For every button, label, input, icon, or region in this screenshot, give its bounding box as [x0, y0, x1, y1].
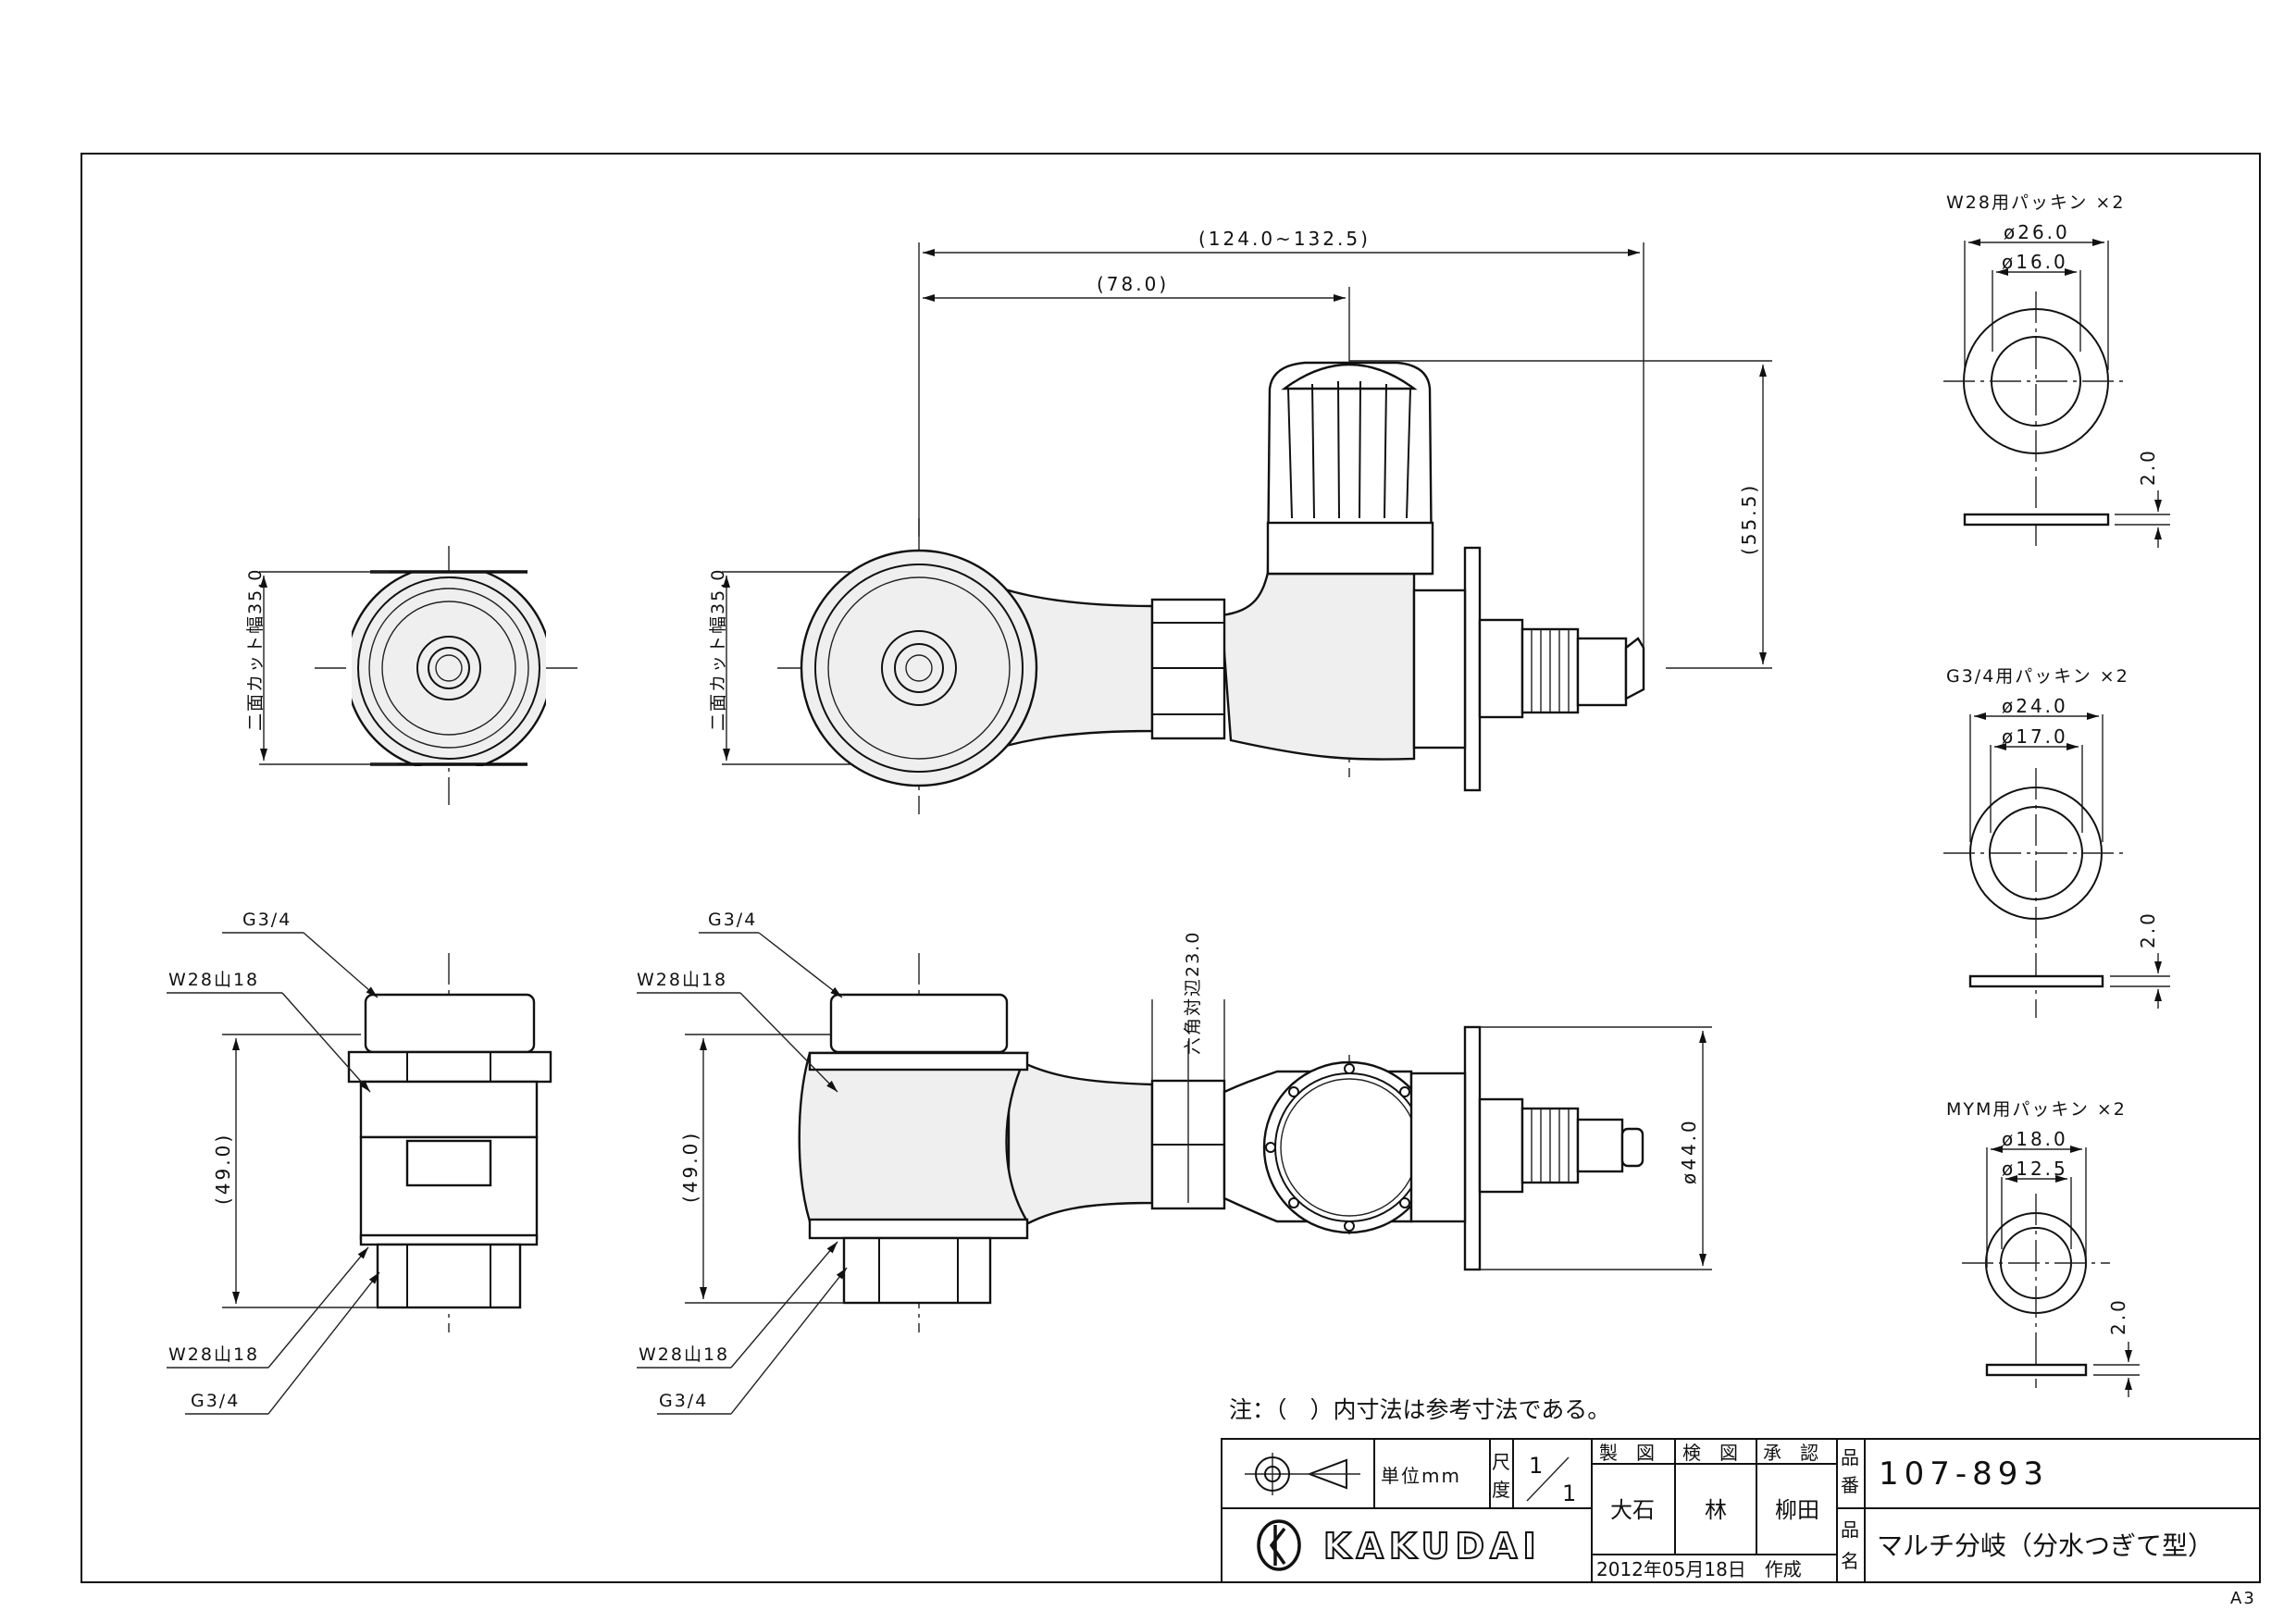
part-no-label-1: 品: [1841, 1446, 1859, 1468]
scale-numerator: 1: [1529, 1453, 1543, 1479]
packing-w28-thickness: 2.0: [2137, 448, 2159, 486]
title-block: 単位mm 尺 度 1 1 KAKUDAI 製 図 検 図 承 認 大石 林 柳田…: [1221, 1438, 2261, 1583]
center-offset-label: (78.0): [1097, 273, 1169, 295]
checked-label: 検 図: [1682, 1442, 1738, 1464]
packing-mym: MYM用パッキン ×2 ø18.0 ø12.5 2.0: [1946, 1099, 2140, 1397]
packing-g34-title: G3/4用パッキン ×2: [1946, 666, 2129, 687]
packing-mym-title: MYM用パッキン ×2: [1946, 1099, 2127, 1120]
company-name: KAKUDAI: [1323, 1526, 1542, 1567]
packing-mym-inner: ø12.5: [2002, 1158, 2068, 1180]
packing-w28-outer: ø26.0: [2004, 221, 2070, 243]
overall-length-label: (124.0~132.5): [1198, 228, 1371, 250]
scale-denominator: 1: [1562, 1481, 1576, 1506]
packing-w28: W28用パッキン ×2 ø26.0 ø16.0 2.0: [1943, 192, 2170, 548]
side-view-bottom: (49.0) G3/4 W28山18 W28山18 G3/4: [167, 910, 552, 1415]
drawing-frame: [81, 153, 2261, 1583]
thread-top-g-center: G3/4: [708, 910, 757, 930]
handle-height-label: (55.5): [1738, 483, 1760, 555]
reference-note: 注：（ ）内寸法は参考寸法である。: [1229, 1396, 1610, 1423]
thread-bottom-w-center: W28山18: [639, 1344, 729, 1365]
packing-g34-inner: ø17.0: [2002, 725, 2068, 748]
part-name-label-1: 品: [1841, 1518, 1859, 1541]
thread-top-w-center: W28山18: [637, 970, 727, 990]
cut-width-center-label: 二面カット幅35.0: [708, 568, 728, 731]
approved-label: 承 認: [1763, 1442, 1818, 1464]
approved-by: 柳田: [1775, 1497, 1819, 1523]
flange-dia-label: ø44.0: [1678, 1118, 1700, 1184]
packing-w28-title: W28用パッキン ×2: [1946, 192, 2125, 213]
part-name: マルチ分岐（分水つぎて型）: [1877, 1530, 2214, 1561]
body-height-center-label: (49.0): [679, 1131, 701, 1203]
scale-label-1: 尺: [1492, 1451, 1510, 1473]
packing-mym-outer: ø18.0: [2002, 1128, 2068, 1150]
kakudai-logo-icon: [1257, 1519, 1301, 1571]
part-number: 107-893: [1879, 1456, 2049, 1493]
scale-label-2: 度: [1492, 1479, 1510, 1501]
made-by: 大石: [1610, 1497, 1655, 1523]
body-height-left-label: (49.0): [212, 1133, 234, 1205]
end-view-top: 二面カット幅35.0: [245, 546, 583, 805]
cut-width-left-label: 二面カット幅35.0: [245, 568, 266, 731]
checked-by: 林: [1705, 1497, 1727, 1523]
packing-g34: G3/4用パッキン ×2 ø24.0 ø17.0 2.0: [1943, 666, 2170, 1018]
thread-top-g-left: G3/4: [242, 910, 292, 930]
part-name-label-2: 名: [1841, 1550, 1859, 1572]
made-label: 製 図: [1599, 1442, 1655, 1464]
part-no-label-2: 番: [1841, 1474, 1859, 1496]
front-view-top: 二面カット幅35.0 (124.0~132.5) (78.0) (55.5): [708, 228, 1772, 814]
thread-top-w-left: W28山18: [168, 970, 259, 990]
thread-bottom-g-left: G3/4: [191, 1391, 240, 1411]
projection-symbol-icon: [1245, 1453, 1360, 1495]
thread-bottom-g-center: G3/4: [659, 1391, 708, 1411]
unit-label: 単位mm: [1381, 1465, 1461, 1487]
creation-date: 2012年05月18日 作成: [1596, 1558, 1802, 1580]
packing-mym-thickness: 2.0: [2107, 1297, 2129, 1335]
sheet-size: A3: [2230, 1589, 2256, 1608]
hex-width-label: 六角対辺23.0: [1183, 931, 1203, 1055]
packing-g34-thickness: 2.0: [2137, 911, 2159, 948]
packing-w28-inner: ø16.0: [2002, 251, 2068, 273]
plan-view-bottom: (49.0) 六角対辺23.0 ø44.0 G3/4 W28山18 W28山18…: [637, 910, 1712, 1415]
packing-g34-outer: ø24.0: [2002, 695, 2068, 717]
thread-bottom-w-left: W28山18: [168, 1344, 259, 1365]
